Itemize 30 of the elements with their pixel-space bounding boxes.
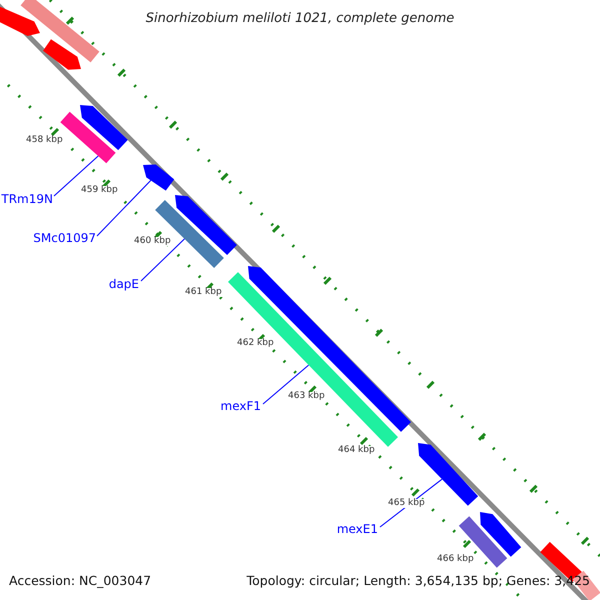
scale-label: 463 kbp [287, 392, 326, 401]
gene-label: mexF1 [220, 400, 261, 412]
scale-label: 458 kbp [25, 136, 64, 145]
genome-info-text: Topology: circular; Length: 3,654,135 bp; Genes: 3,425 [246, 575, 590, 588]
accession-text: Accession: NC_003047 [9, 575, 152, 588]
gene-bar [155, 200, 224, 268]
scale-label: 459 kbp [80, 186, 119, 195]
gene-label: mexE1 [336, 523, 378, 535]
scale-label: 465 kbp [387, 499, 426, 508]
gene-feature [175, 195, 237, 255]
leader-line [262, 364, 310, 404]
scale-label: 462 kbp [236, 339, 275, 348]
title: Sinorhizobium meliloti 1021, complete genome [144, 12, 456, 25]
gene-bar [458, 516, 508, 568]
leader-line [54, 156, 99, 196]
gene-label: dapE [108, 278, 139, 290]
gene-feature [43, 39, 81, 70]
gene-feature [0, 6, 40, 36]
gene-label: SMc01097 [33, 232, 96, 244]
gene-label: TRm19N [1, 193, 53, 205]
gene-feature [143, 164, 174, 191]
gene-bar [20, 0, 100, 62]
leader-line [96, 180, 152, 236]
scale-label: 461 kbp [184, 288, 223, 297]
scale-label: 464 kbp [337, 446, 376, 455]
leader-line [140, 238, 185, 282]
scale-label: 460 kbp [133, 237, 172, 246]
scale-label: 466 kbp [436, 555, 475, 564]
gene-feature [480, 512, 522, 557]
gene-feature [80, 105, 128, 150]
